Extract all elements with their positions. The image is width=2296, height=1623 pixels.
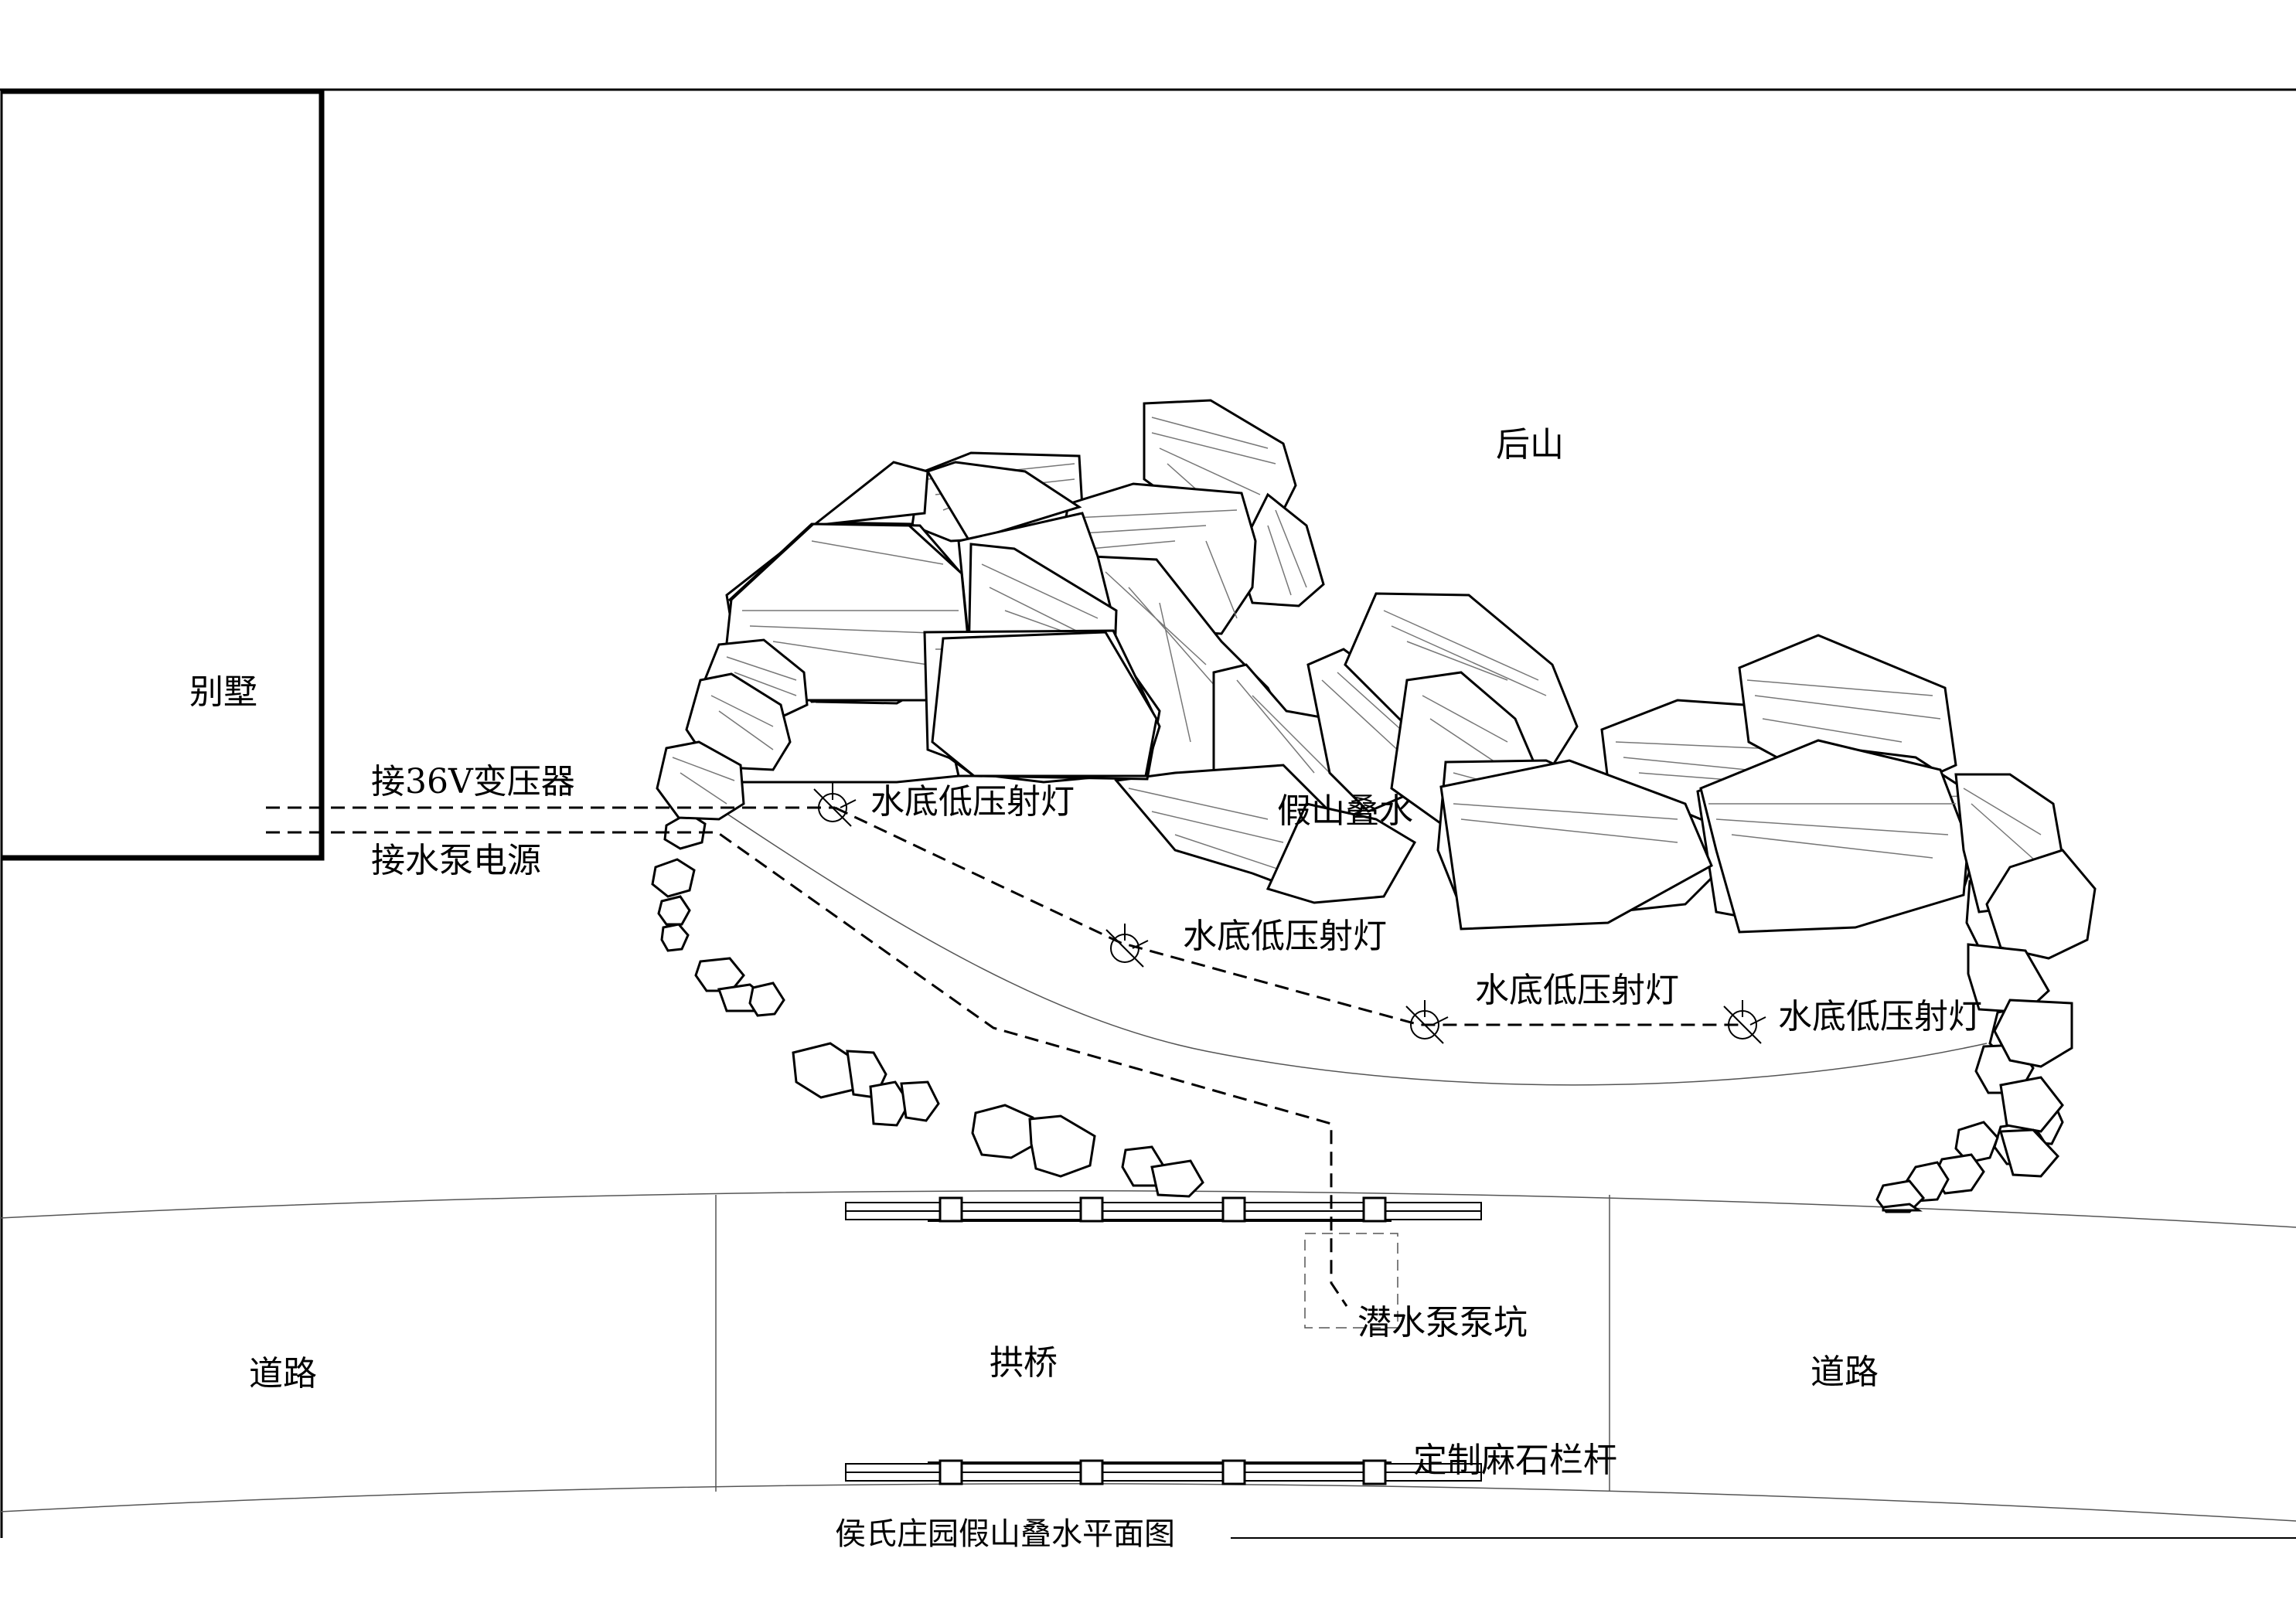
boulder (685, 672, 792, 771)
rockery-water-label: 假山叠水 (1277, 791, 1413, 831)
spotlight-label-4: 水底低压射灯 (1778, 997, 1982, 1036)
transformer-label: 接36V变压器 (371, 762, 575, 801)
pond-water-edge (718, 808, 1988, 1086)
spotlight-icon (1105, 924, 1149, 968)
boulder (1699, 739, 1970, 934)
boulder (1985, 849, 2097, 960)
boulder (1266, 802, 1417, 904)
arch-bridge (845, 1196, 1482, 1485)
spotlight-label-3: 水底低压射灯 (1475, 971, 1679, 1010)
spotlight-icon (1723, 1000, 1766, 1044)
rockery-boulders (656, 399, 2097, 1068)
drawing-title: 侯氏庄园假山叠水平面图 (835, 1516, 1175, 1552)
boulder (809, 461, 929, 528)
cable-routes (266, 806, 1742, 1307)
pump-pit (1304, 1233, 1398, 1329)
underwater-spotlights (813, 783, 1766, 1044)
spotlight-icon (813, 783, 857, 827)
villa-building: 别墅 (2, 88, 325, 861)
spotlight-icon (1405, 1000, 1449, 1044)
villa-label: 别墅 (189, 672, 257, 712)
road-left-label: 道路 (249, 1354, 317, 1393)
boulder (931, 631, 1158, 777)
boulder (1439, 759, 1713, 931)
spotlight-label-2: 水底低压射灯 (1183, 917, 1387, 956)
arch-bridge-label: 拱桥 (990, 1343, 1058, 1383)
railing-label: 定制麻石栏杆 (1413, 1441, 1617, 1480)
road-right-label: 道路 (1811, 1352, 1879, 1392)
road-edges (0, 1190, 2296, 1522)
pump-power-label: 接水泵电源 (371, 841, 541, 880)
boulder (925, 461, 1082, 543)
pump-pit-label: 潜水泵泵坑 (1358, 1303, 1528, 1342)
spotlight-label-1: 水底低压射灯 (870, 782, 1075, 822)
back-hill-label: 后山 (1496, 425, 1564, 464)
drawing-frame (0, 88, 2296, 1538)
boulder (656, 740, 745, 821)
boulder (1993, 999, 2073, 1068)
edge-stones (651, 812, 2064, 1213)
